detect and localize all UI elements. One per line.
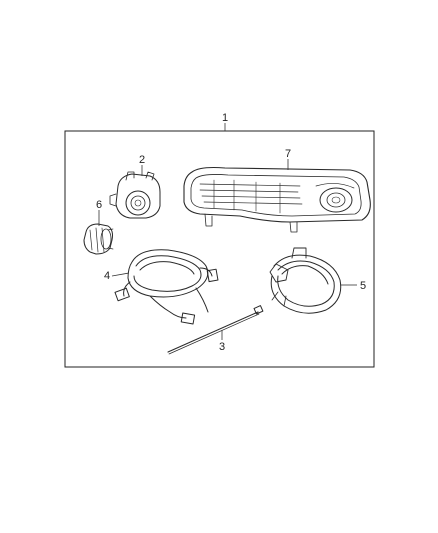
callout-7: 7 <box>285 148 291 160</box>
switch-harness <box>269 247 342 314</box>
callout-1: 1 <box>222 112 228 124</box>
callout-4-leader <box>111 272 130 277</box>
cable-tie <box>167 305 264 355</box>
fog-lamp <box>109 171 161 219</box>
kit-box <box>64 130 375 368</box>
callout-6: 6 <box>96 199 102 211</box>
fog-lamp-bezel <box>183 166 371 233</box>
callout-5: 5 <box>360 280 366 292</box>
callout-2: 2 <box>139 154 145 166</box>
wiring-harness <box>114 249 219 325</box>
callout-3: 3 <box>219 341 225 353</box>
callout-4: 4 <box>104 270 110 282</box>
bulb-socket <box>83 223 114 255</box>
